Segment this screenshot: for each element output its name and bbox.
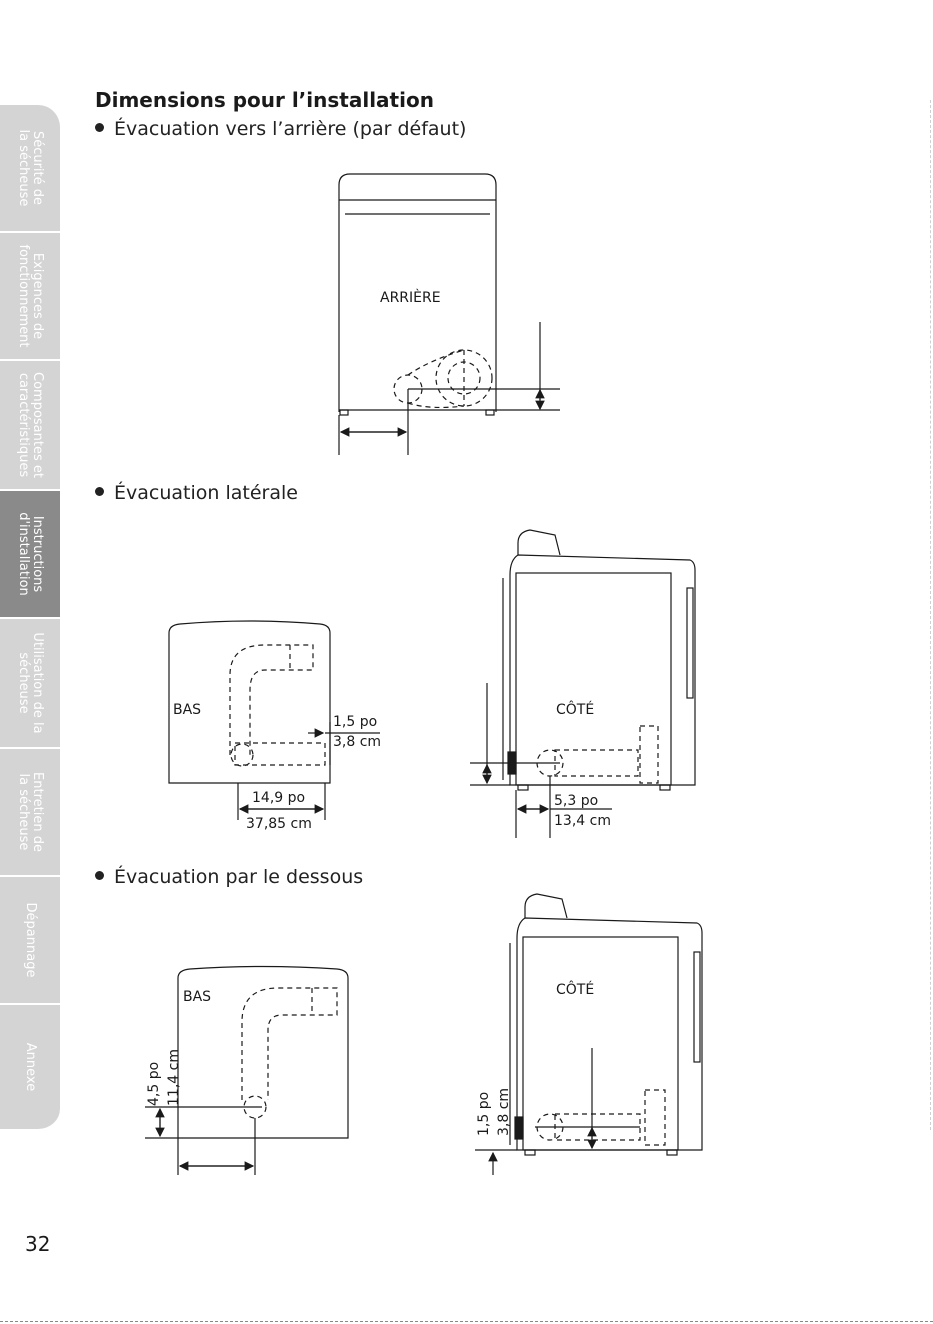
side-view-label: CÔTÉ	[556, 700, 594, 718]
tab-composantes[interactable]: Composantes et caractéristiques	[0, 361, 60, 491]
rear-diagram	[338, 173, 560, 455]
dim-149-po: 14,9 po	[252, 790, 305, 806]
dim-15-po-under: 1,5 po	[476, 1092, 492, 1136]
tab-utilisation[interactable]: Utilisation de la sécheuse	[0, 619, 60, 749]
dim-15-po: 1,5 po	[333, 714, 377, 730]
page-title: Dimensions pour l’installation	[95, 88, 434, 112]
tab-entretien[interactable]: Entretien de la sécheuse	[0, 749, 60, 877]
tab-securite[interactable]: Sécurité de la sécheuse	[0, 105, 60, 233]
heading-under: Évacuation par le dessous	[95, 866, 363, 888]
under-side-label: CÔTÉ	[556, 980, 594, 998]
right-guide-line	[930, 100, 932, 1130]
heading-rear: Évacuation vers l’arrière (par défaut)	[95, 118, 466, 140]
heading-under-text: Évacuation par le dessous	[114, 866, 364, 888]
heading-rear-text: Évacuation vers l’arrière (par défaut)	[114, 118, 467, 140]
dim-53-po: 5,3 po	[554, 793, 598, 809]
dim-38-cm-under: 3,8 cm	[496, 1088, 512, 1136]
dim-3785-cm: 37,85 cm	[246, 816, 312, 832]
dim-38-cm: 3,8 cm	[333, 734, 381, 750]
side-bottom-label: BAS	[173, 702, 201, 718]
under-bottom-diagram	[145, 965, 349, 1175]
dim-134-cm: 13,4 cm	[554, 813, 611, 829]
side-view-diagram	[470, 529, 696, 838]
under-bottom-label: BAS	[183, 989, 211, 1005]
dim-45-po: 4,5 po	[146, 1062, 162, 1106]
page-number: 32	[25, 1232, 51, 1256]
bullet-icon	[95, 871, 104, 880]
tab-annexe[interactable]: Annexe	[0, 1005, 60, 1131]
heading-side: Évacuation latérale	[95, 482, 298, 504]
rear-label: ARRIÈRE	[380, 289, 441, 306]
dim-114-cm: 11,4 cm	[166, 1049, 182, 1106]
tab-exigences[interactable]: Exigences de fonctionnement	[0, 233, 60, 361]
under-side-diagram	[475, 893, 703, 1175]
tab-depannage[interactable]: Dépannage	[0, 877, 60, 1005]
bottom-guide-line	[0, 1321, 933, 1322]
heading-side-text: Évacuation latérale	[114, 482, 298, 504]
bullet-icon	[95, 123, 104, 132]
tab-instructions[interactable]: Instructions d'installation	[0, 491, 60, 619]
bullet-icon	[95, 487, 104, 496]
side-bottom-diagram	[168, 620, 380, 820]
